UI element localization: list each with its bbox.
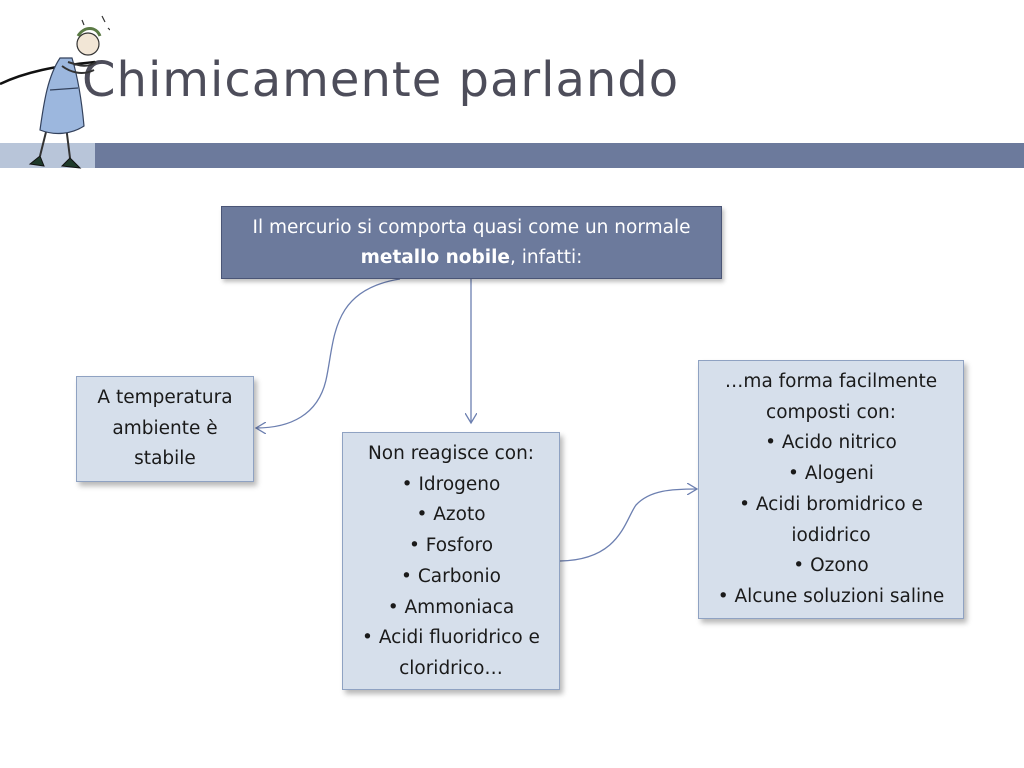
stability-box: A temperatura ambiente è stabile [76, 376, 254, 482]
stability-line: stabile [134, 448, 196, 470]
non-reactive-item: • Carbonio [401, 565, 501, 587]
compounds-heading: composti con: [766, 401, 896, 423]
stability-line: ambiente è [112, 417, 218, 439]
non-reactive-item: • Idrogeno [401, 473, 501, 495]
arrow-to-right-box [559, 489, 697, 562]
compounds-item: • Acidi bromidrico e [739, 493, 923, 515]
arrow-to-left-box [256, 278, 401, 428]
title-bar [95, 143, 1024, 168]
main-statement-line1: Il mercurio si comporta quasi come un no… [252, 217, 691, 238]
compounds-item: • Ozono [793, 555, 869, 577]
compounds-item: • Acido nitrico [765, 432, 897, 454]
main-statement-bold: metallo nobile [360, 247, 510, 268]
compounds-box: …ma forma facilmente composti con: • Aci… [698, 360, 964, 619]
main-statement-line2: metallo nobile, infatti: [222, 243, 721, 273]
figure-pulling-rope-illustration [0, 15, 110, 169]
compounds-item: • Alogeni [788, 463, 874, 485]
non-reactive-heading: Non reagisce con: [367, 443, 535, 464]
main-statement-rest: , infatti: [509, 247, 583, 268]
stability-line: A temperatura [97, 387, 233, 408]
compounds-item: • Alcune soluzioni saline [717, 585, 945, 607]
non-reactive-box: Non reagisce con: • Idrogeno • Azoto • F… [342, 432, 560, 690]
non-reactive-item: • Azoto [416, 504, 486, 526]
non-reactive-item: • Ammoniaca [387, 596, 515, 618]
slide-title: Chimicamente parlando [82, 52, 680, 108]
non-reactive-item: • Acidi fluoridrico e [362, 627, 540, 649]
non-reactive-item: • Fosforo [408, 535, 494, 557]
main-statement-box: Il mercurio si comporta quasi come un no… [221, 206, 722, 279]
compounds-heading: …ma forma facilmente [724, 371, 938, 392]
title-bar-accent [0, 143, 95, 168]
compounds-item: iodidrico [791, 524, 871, 546]
non-reactive-item: cloridrico… [399, 657, 503, 679]
